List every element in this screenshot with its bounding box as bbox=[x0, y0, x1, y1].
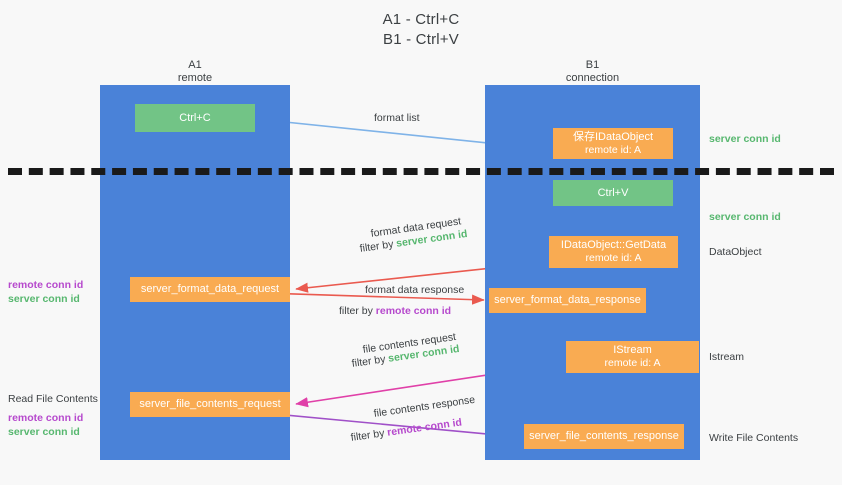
title-line-2: B1 - Ctrl+V bbox=[383, 31, 459, 48]
node-istream-line2: remote id: A bbox=[604, 357, 661, 369]
edge-label-format-list-text: format list bbox=[374, 112, 420, 124]
node-ctrl-v[interactable]: Ctrl+V bbox=[553, 180, 673, 206]
node-save-idataobject-line2: remote id: A bbox=[584, 143, 642, 156]
node-save-idataobject[interactable]: 保存IDataObject remote id: A bbox=[553, 128, 673, 159]
side-label-conn-ids-1: remote conn id server conn id bbox=[8, 278, 83, 306]
node-server-file-contents-response-label: server_file_contents_response bbox=[529, 430, 679, 442]
node-getdata-line2: remote id: A bbox=[585, 252, 642, 264]
node-ctrl-c-label: Ctrl+C bbox=[179, 111, 211, 124]
side-label-write-file-contents-text: Write File Contents bbox=[709, 432, 799, 444]
node-server-file-contents-request[interactable]: server_file_contents_request bbox=[130, 392, 290, 417]
side-label-istream-text: Istream bbox=[709, 351, 745, 363]
side-label-write-file-contents: Write File Contents bbox=[709, 431, 798, 445]
title-line-1: A1 - Ctrl+C bbox=[382, 11, 460, 28]
node-save-idataobject-line1: 保存IDataObject bbox=[572, 130, 654, 143]
side-label-read-file-contents: Read File Contents bbox=[8, 392, 98, 406]
node-server-file-contents-response[interactable]: server_file_contents_response bbox=[524, 424, 684, 449]
filter-key-remote-conn-id: remote conn id bbox=[386, 416, 463, 439]
node-getdata-line1: IDataObject::GetData bbox=[560, 239, 667, 251]
node-server-format-data-response-label: server_format_data_response bbox=[494, 294, 641, 306]
lane-a-role: remote bbox=[177, 72, 213, 84]
edge-label-format-data-response: format data response bbox=[365, 284, 464, 297]
filter-prefix: filter by bbox=[359, 237, 398, 255]
node-server-format-data-request[interactable]: server_format_data_request bbox=[130, 277, 290, 302]
filter-prefix: filter by bbox=[350, 426, 389, 444]
node-ctrl-v-label: Ctrl+V bbox=[597, 186, 629, 199]
side-label-read-file-contents-text: Read File Contents bbox=[8, 393, 98, 405]
edge-label-format-data-response-text: format data response bbox=[365, 284, 465, 296]
lane-header-b1: B1 connection bbox=[485, 59, 700, 85]
lane-a-name: A1 bbox=[188, 59, 202, 71]
side-label-server-conn-id-1: server conn id bbox=[8, 293, 80, 305]
node-istream-line1: IStream bbox=[613, 344, 652, 356]
side-label-dataobject: DataObject bbox=[709, 245, 762, 259]
side-label-dataobject-text: DataObject bbox=[709, 246, 762, 258]
side-label-server-conn-id-top-text: server conn id bbox=[709, 133, 781, 145]
edge-label-format-data-response-filter: filter by remote conn id bbox=[339, 305, 451, 318]
filter-prefix: filter by bbox=[339, 305, 376, 317]
node-server-format-data-response[interactable]: server_format_data_response bbox=[489, 288, 646, 313]
dashed-divider bbox=[8, 168, 834, 175]
side-label-server-conn-id-mid-text: server conn id bbox=[709, 211, 781, 223]
node-istream[interactable]: IStream remote id: A bbox=[566, 341, 699, 373]
node-idataobject-getdata[interactable]: IDataObject::GetData remote id: A bbox=[549, 236, 678, 268]
node-server-format-data-request-label: server_format_data_request bbox=[140, 283, 280, 295]
filter-key-remote-conn-id: remote conn id bbox=[375, 305, 452, 317]
page-title: A1 - Ctrl+C B1 - Ctrl+V bbox=[0, 10, 842, 50]
lane-b-role: connection bbox=[565, 72, 620, 84]
side-label-conn-ids-2: remote conn id server conn id bbox=[8, 411, 83, 439]
lane-header-a1: A1 remote bbox=[100, 59, 290, 85]
filter-prefix: filter by bbox=[351, 352, 390, 370]
edge-label-format-list: format list bbox=[374, 112, 420, 125]
side-label-istream: Istream bbox=[709, 350, 744, 364]
node-server-file-contents-request-label: server_file_contents_request bbox=[139, 398, 281, 410]
side-label-server-conn-id-top: server conn id bbox=[709, 132, 781, 146]
node-ctrl-c[interactable]: Ctrl+C bbox=[135, 104, 255, 132]
side-label-remote-conn-id-1: remote conn id bbox=[8, 279, 84, 291]
edge-label-file-contents-response-filter: filter by remote conn id bbox=[350, 416, 463, 444]
side-label-server-conn-id-2: server conn id bbox=[8, 426, 80, 438]
lane-b-name: B1 bbox=[585, 59, 600, 71]
side-label-remote-conn-id-2: remote conn id bbox=[8, 412, 84, 424]
side-label-server-conn-id-mid: server conn id bbox=[709, 210, 781, 224]
